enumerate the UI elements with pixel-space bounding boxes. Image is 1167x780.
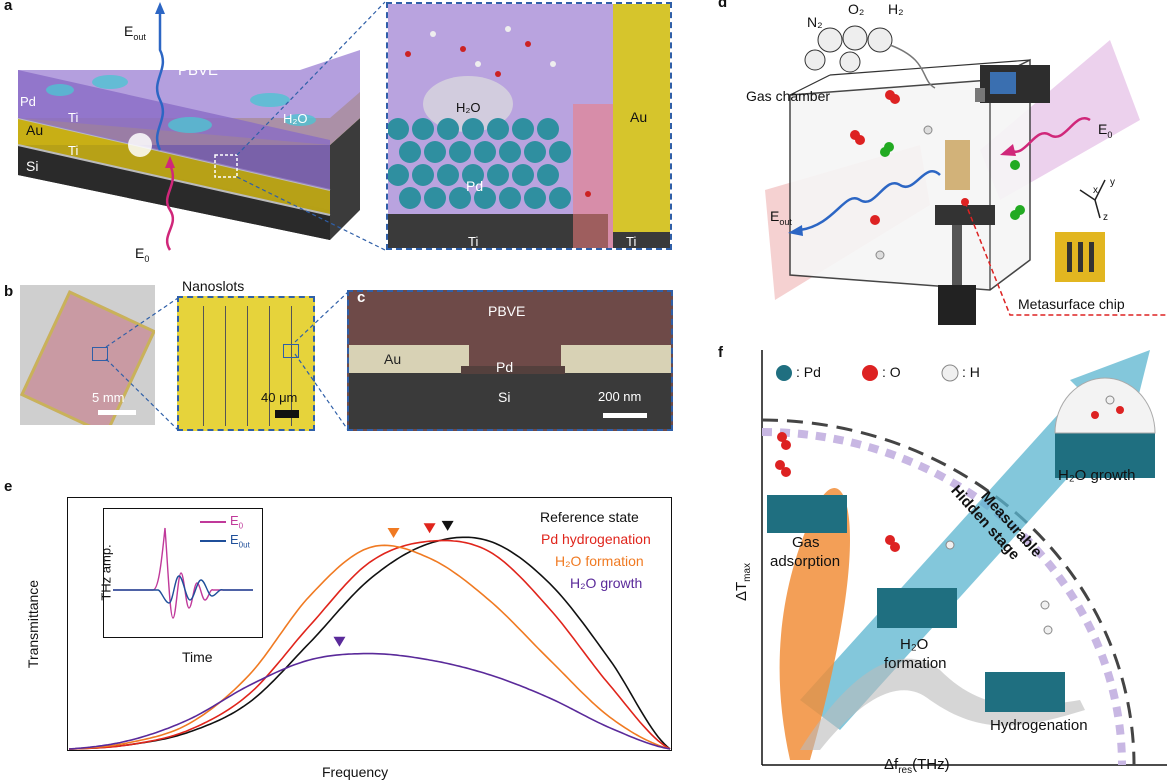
scale-bar-5mm	[98, 410, 136, 415]
sem-crosssection	[347, 290, 673, 431]
gas-label: Gas	[792, 534, 820, 551]
panel-a-label: a	[4, 0, 13, 14]
zoom-ti-right-label: Ti	[626, 234, 637, 249]
ti-top-label: Ti	[68, 110, 79, 125]
legend-h2o-formation: H₂O formation	[555, 553, 644, 569]
nanoslot-image	[177, 296, 315, 431]
f-ylabel: ΔTmax	[733, 562, 754, 602]
zoom-pd-label: Pd	[466, 178, 484, 194]
inset-chart	[103, 508, 263, 638]
transmittance-chart	[68, 520, 671, 750]
pd-label: Pd	[20, 94, 36, 109]
zoom-inset: H₂O Pd Ti Au Ti	[386, 2, 672, 250]
mechanism-diagram	[761, 350, 1167, 766]
peak-marker-2	[387, 528, 400, 539]
legend-h2o-growth: H₂O growth	[570, 575, 643, 591]
peak-marker-3	[333, 636, 346, 647]
legend-reference: Reference state	[540, 509, 639, 525]
hydrogenation-label: Hydrogenation	[990, 717, 1088, 734]
e0-label: E0	[135, 245, 150, 264]
series-line-2	[68, 544, 671, 750]
o2-label: O₂	[848, 1, 865, 17]
axis-x-label: x	[1093, 185, 1098, 196]
d-e0-label: E0	[1098, 121, 1113, 140]
scale-40um: 40 μm	[261, 390, 298, 405]
device-schematic	[17, 1, 386, 251]
inset-xlabel: Time	[182, 649, 213, 665]
legend-h: : H	[962, 364, 980, 380]
zoom-au-label: Au	[630, 109, 648, 125]
series-line-3	[68, 652, 671, 750]
chart-e-frame	[67, 497, 672, 751]
inset-legend-e0out: E0ut	[200, 532, 250, 550]
f-xlabel: Δfres(THz)	[884, 756, 950, 776]
panel-b-label: b	[4, 283, 14, 300]
axis-z-label: z	[1103, 212, 1108, 223]
panel-f-label: f	[718, 344, 723, 361]
panel-e-label: e	[4, 478, 13, 495]
inset-waveform	[113, 527, 253, 619]
inset-ylabel: THz amp.	[98, 544, 114, 601]
e-ylabel: Transmittance	[25, 579, 41, 669]
legend-pd: : Pd	[796, 364, 821, 380]
zoom-illustration	[388, 4, 670, 248]
h2o-formation-a: H₂O	[900, 636, 929, 653]
gas-chamber-setup	[765, 25, 1167, 325]
ti-bottom-label: Ti	[68, 143, 79, 158]
e-xlabel: Frequency	[322, 764, 389, 780]
e-out-label: Eout	[124, 23, 146, 42]
panel-c-label: c	[357, 289, 366, 306]
series-line-0	[68, 536, 671, 750]
legend-pd-hydrogenation: Pd hydrogenation	[541, 531, 651, 547]
h2o-growth-label: H₂O growth	[1058, 467, 1136, 484]
adsorption-label: adsorption	[770, 553, 841, 570]
zoom-h2o-label: H₂O	[456, 100, 481, 115]
nanoslots-label: Nanoslots	[182, 278, 245, 294]
metasurface-chip-label: Metasurface chip	[1018, 296, 1125, 312]
c-au-label: Au	[384, 351, 402, 367]
c-pbve-label: PBVE	[488, 303, 526, 319]
b-connectors	[105, 291, 349, 431]
h2-label: H₂	[888, 1, 904, 17]
gas-chamber-label: Gas chamber	[746, 88, 831, 104]
h2o-label: H₂O	[283, 111, 308, 126]
axis-y-label: y	[1110, 177, 1115, 188]
c-pd-label: Pd	[496, 359, 514, 375]
sample-photo	[20, 285, 155, 425]
peak-marker-1	[423, 523, 436, 534]
c-scale-label: 200 nm	[598, 389, 642, 404]
n2-label: N₂	[807, 14, 823, 30]
series-line-1	[68, 539, 671, 750]
scale-5mm: 5 mm	[92, 390, 125, 405]
zoom-ti-label: Ti	[468, 234, 479, 249]
inset-legend-e0: E0	[200, 513, 243, 531]
h2o-formation-b: formation	[884, 655, 947, 672]
panel-d-label: d	[718, 0, 728, 11]
d-eout-label: Eout	[770, 208, 792, 227]
pbve-label: PBVE	[178, 62, 219, 79]
peak-marker-0	[441, 520, 454, 531]
c-si-label: Si	[498, 389, 511, 405]
au-label: Au	[26, 122, 44, 138]
legend-o: : O	[882, 364, 901, 380]
si-label: Si	[26, 158, 39, 174]
